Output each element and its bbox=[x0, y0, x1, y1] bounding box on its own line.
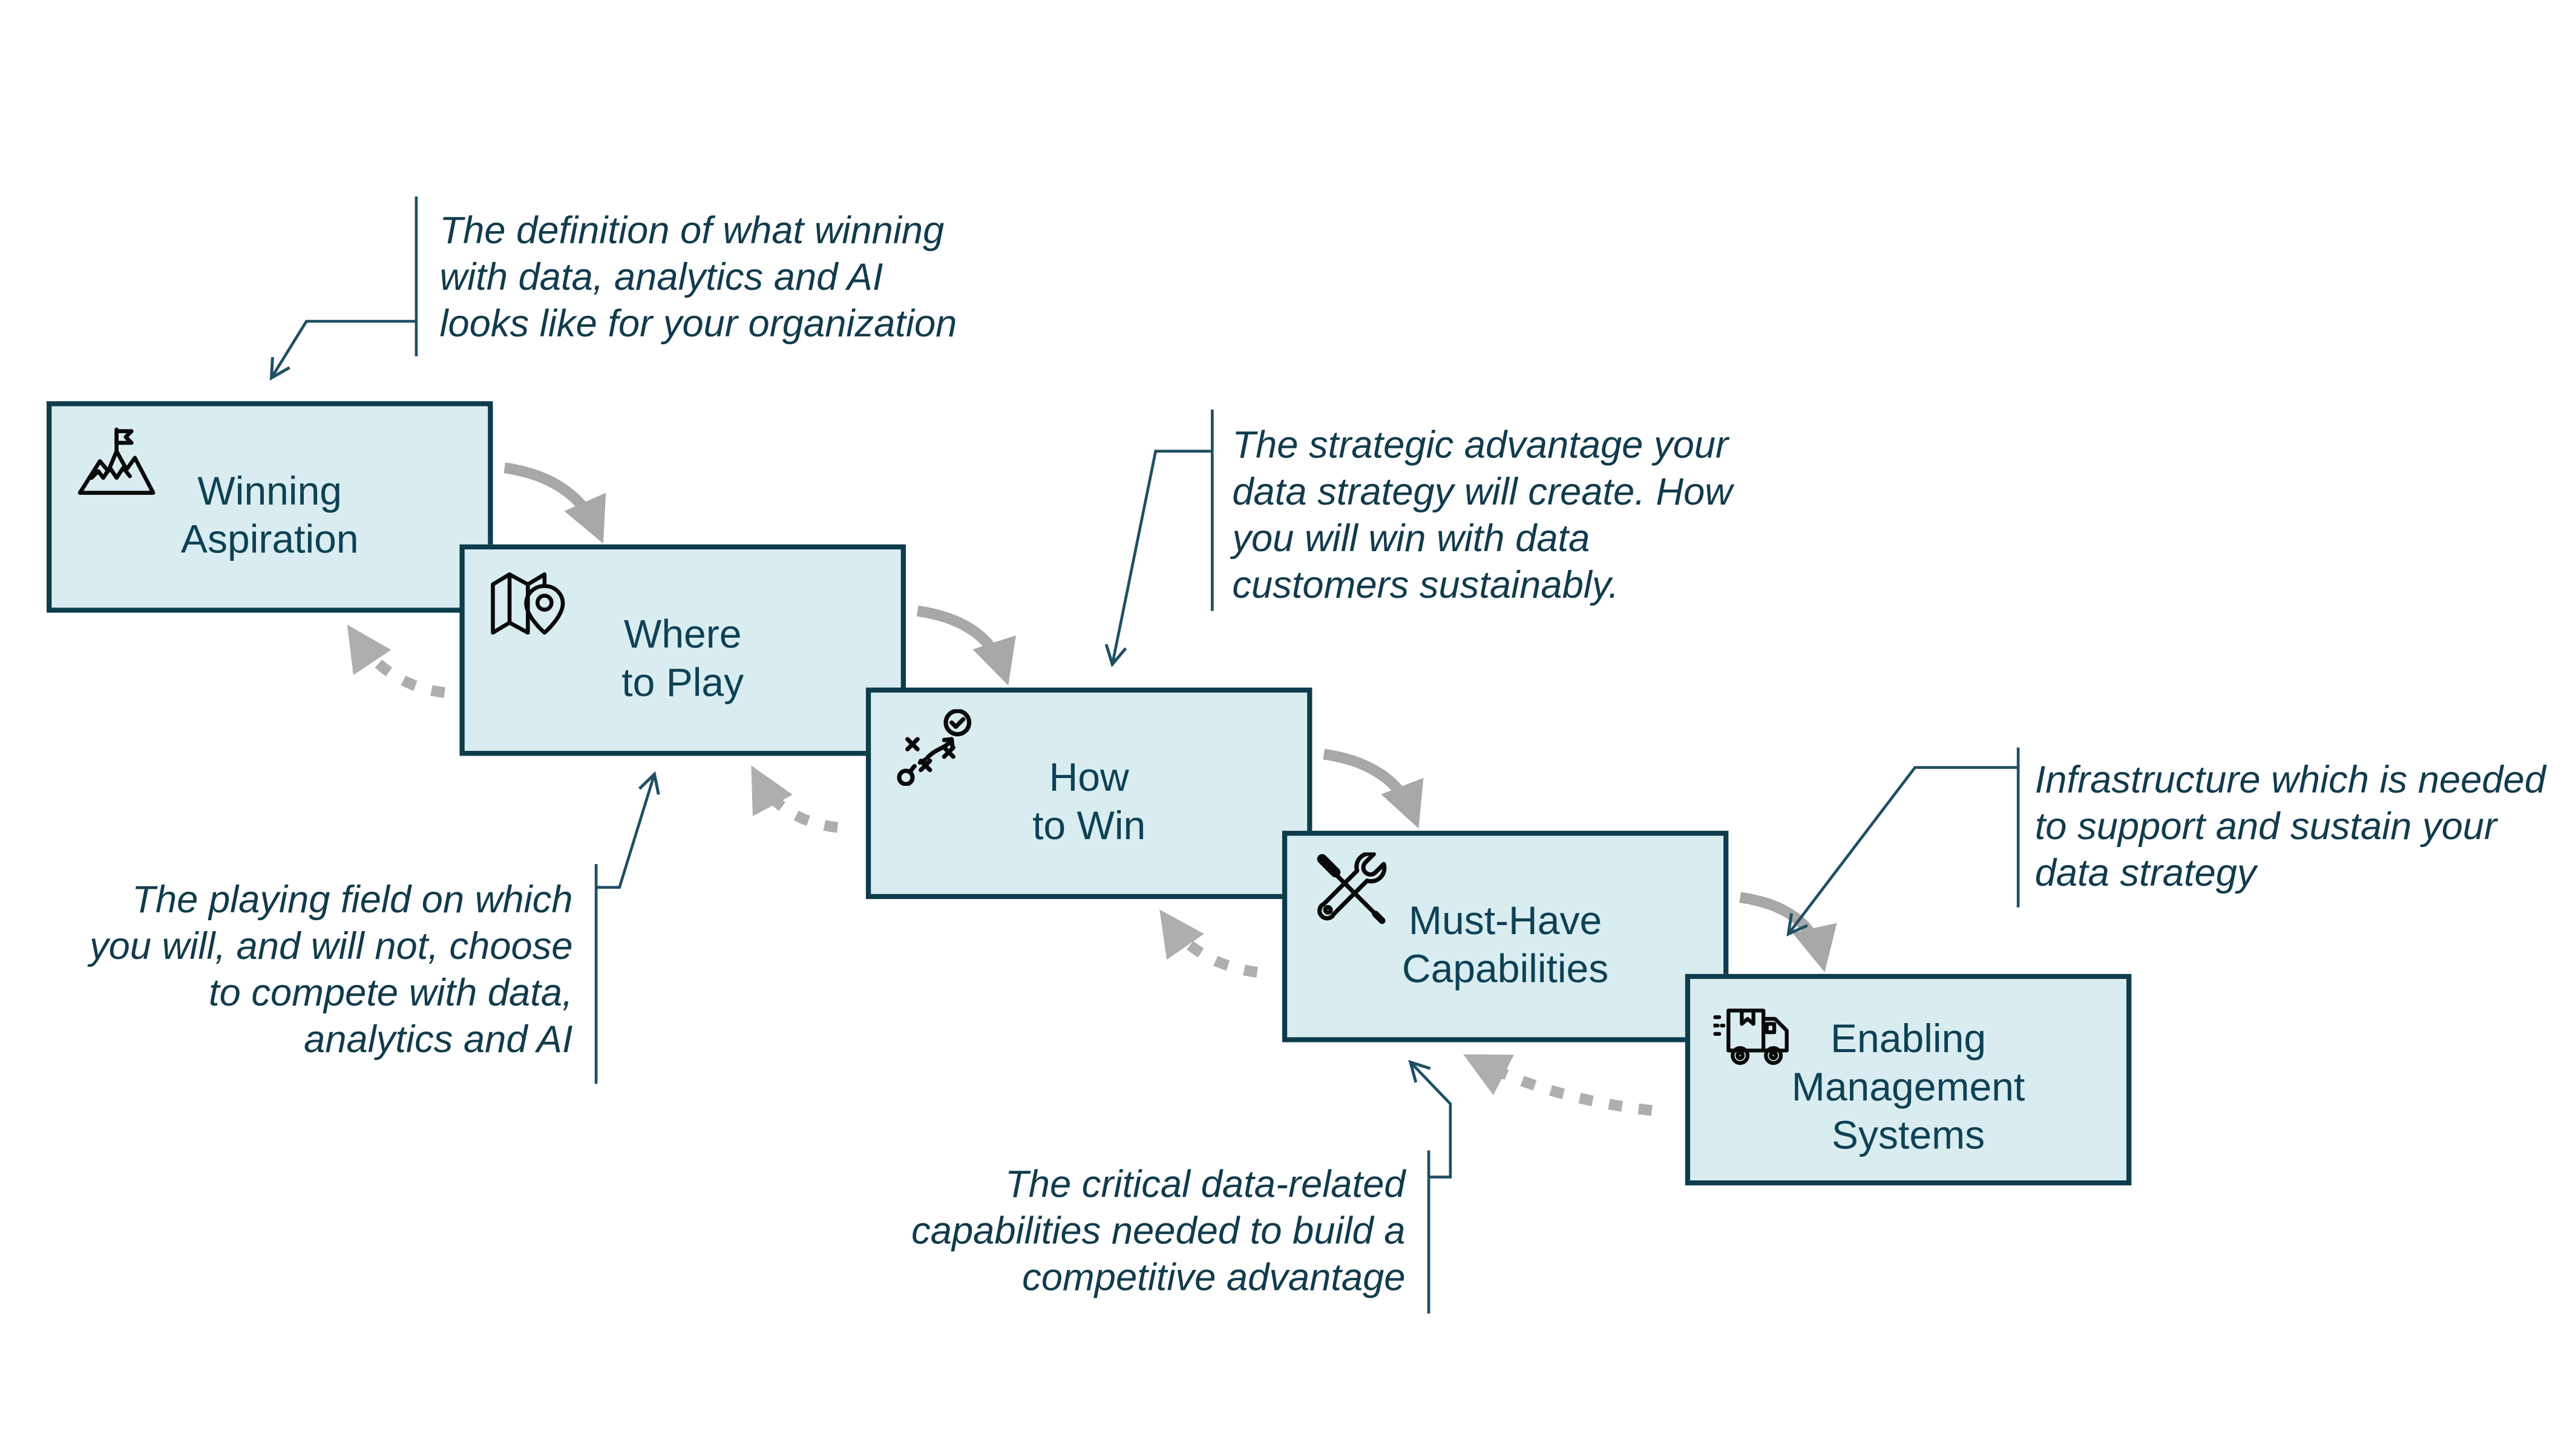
feedback-arrow-2 bbox=[751, 765, 839, 833]
box-label: Enabling Management Systems bbox=[1791, 1017, 2025, 1159]
box-label: Where to Play bbox=[621, 612, 744, 705]
annotation-enabling-management-systems: Infrastructure which is needed to suppor… bbox=[2034, 757, 2546, 894]
box-where-to-play: Where to Play bbox=[459, 544, 906, 756]
flow-arrow-1 bbox=[503, 462, 606, 544]
leader-arrow-4 bbox=[1408, 1059, 1452, 1179]
delivery-truck-icon bbox=[1711, 996, 1797, 1073]
map-location-icon bbox=[488, 566, 571, 643]
leader-arrow-5 bbox=[1786, 766, 2019, 937]
leader-arrow-3 bbox=[596, 771, 660, 889]
annotation-winning-aspiration: The definition of what winning with data… bbox=[439, 208, 957, 345]
leader-arrow-1 bbox=[269, 319, 416, 381]
flow-arrow-2 bbox=[916, 606, 1016, 686]
feedback-arrow-4 bbox=[1463, 1054, 1653, 1116]
annotation-must-have-capabilities: The critical data-related capabilities n… bbox=[911, 1162, 1406, 1299]
leader-arrow-2 bbox=[1104, 450, 1213, 668]
strategy-play-icon bbox=[894, 708, 978, 787]
box-winning-aspiration: Winning Aspiration bbox=[47, 401, 493, 613]
flow-arrow-3 bbox=[1323, 748, 1424, 829]
box-must-have-capabilities: Must-Have Capabilities bbox=[1282, 831, 1729, 1042]
box-label: Winning Aspiration bbox=[180, 468, 359, 562]
box-label: Must-Have Capabilities bbox=[1401, 898, 1609, 992]
box-label: How to Win bbox=[1032, 754, 1146, 849]
feedback-arrow-1 bbox=[347, 624, 445, 698]
feedback-arrow-3 bbox=[1159, 909, 1258, 978]
annotation-where-to-play: The playing field on which you will, and… bbox=[89, 877, 573, 1061]
box-how-to-win: How to Win bbox=[865, 687, 1313, 899]
box-enabling-management-systems: Enabling Management Systems bbox=[1685, 973, 2132, 1186]
tools-icon bbox=[1311, 851, 1394, 929]
mountain-flag-icon bbox=[75, 423, 159, 500]
annotation-how-to-win: The strategic advantage your data strate… bbox=[1232, 422, 1732, 606]
